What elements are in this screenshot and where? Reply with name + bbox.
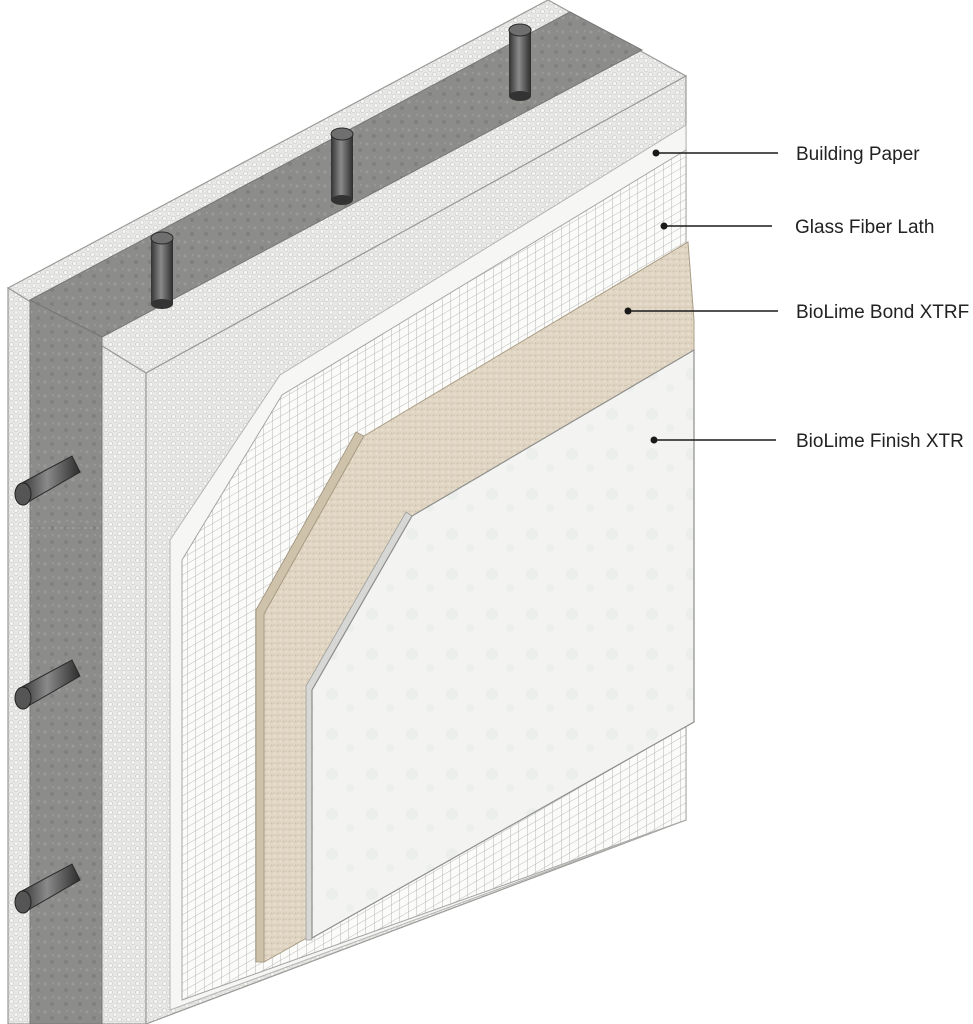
callout-biolime-finish-xtr: BioLime Finish XTR: [650, 431, 964, 452]
label-glass-fiber-lath: Glass Fiber Lath: [795, 217, 934, 238]
concrete-left-face: [29, 299, 103, 1024]
callout-biolime-bond-xtrf: BioLime Bond XTRF: [624, 302, 969, 323]
label-biolime-finish-xtr: BioLime Finish XTR: [796, 431, 964, 452]
rebar-top-1: [150, 231, 174, 309]
biolime-finish-xtr-layer: [311, 348, 695, 940]
rebar-top-2: [330, 127, 354, 205]
rebar-top-3: [508, 23, 532, 101]
label-biolime-bond-xtrf: BioLime Bond XTRF: [796, 302, 969, 323]
label-building-paper: Building Paper: [796, 144, 920, 165]
rebar-side-1: [14, 455, 81, 506]
rebar-side-2: [14, 659, 81, 710]
callout-glass-fiber-lath: Glass Fiber Lath: [660, 217, 934, 238]
rebar-group: [14, 23, 532, 914]
callout-building-paper: Building Paper: [652, 144, 920, 165]
rebar-side-3: [14, 863, 81, 914]
